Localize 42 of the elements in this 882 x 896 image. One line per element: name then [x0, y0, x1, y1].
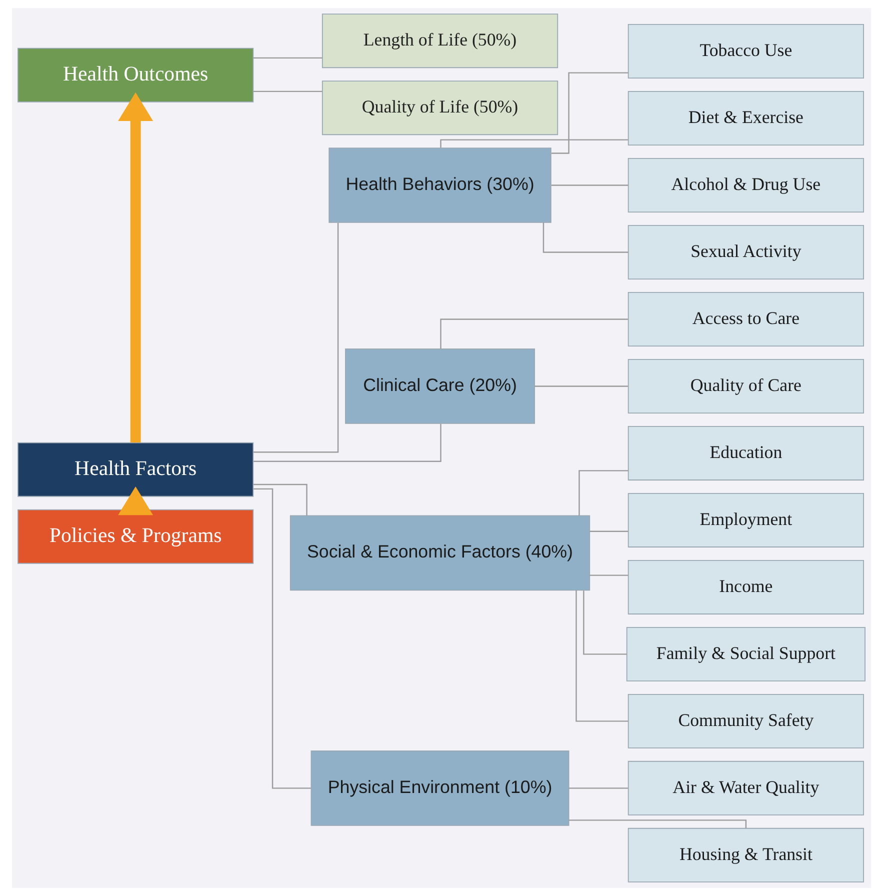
node-box: Physical Environment (10%) [310, 750, 569, 826]
connector [550, 72, 628, 154]
node-box: Air & Water Quality [627, 760, 864, 816]
connector [568, 820, 746, 828]
node-box: Housing & Transit [627, 828, 864, 882]
connector [534, 386, 628, 387]
connector [578, 470, 628, 516]
node-box: Health Outcomes [17, 48, 254, 102]
connector [253, 424, 441, 462]
arrow [118, 92, 153, 442]
node-box: Health Behaviors (30%) [328, 148, 551, 223]
connector [253, 488, 310, 789]
connector [542, 222, 628, 253]
node-box: Length of Life (50%) [321, 14, 558, 68]
node-box: Social & Economic Factors (40%) [289, 515, 590, 591]
connector [582, 590, 626, 655]
connector [568, 788, 628, 789]
arrow [118, 486, 153, 516]
connector [253, 484, 307, 516]
node-box: Alcohol & Drug Use [627, 158, 864, 212]
connector [589, 530, 628, 532]
node-box: Income [627, 560, 864, 614]
node-box: Diet & Exercise [627, 91, 864, 146]
node-box: Employment [627, 492, 864, 548]
node-box: Education [627, 426, 864, 480]
node-box: Community Safety [627, 694, 864, 748]
connector [575, 590, 628, 722]
node-box: Sexual Activity [627, 224, 864, 280]
connector [252, 90, 322, 92]
node-box: Quality of Care [627, 358, 864, 414]
node-box: Access to Care [627, 292, 864, 346]
connector [550, 184, 628, 186]
node-box: Tobacco Use [627, 24, 864, 78]
connector [252, 57, 322, 59]
connector [440, 318, 628, 349]
node-box: Quality of Life (50%) [321, 80, 558, 136]
node-box: Clinical Care (20%) [344, 348, 534, 424]
connector [440, 139, 628, 148]
connector [252, 222, 338, 453]
node-box: Health Factors [17, 442, 254, 497]
node-box: Family & Social Support [626, 626, 865, 682]
connector [589, 574, 628, 576]
